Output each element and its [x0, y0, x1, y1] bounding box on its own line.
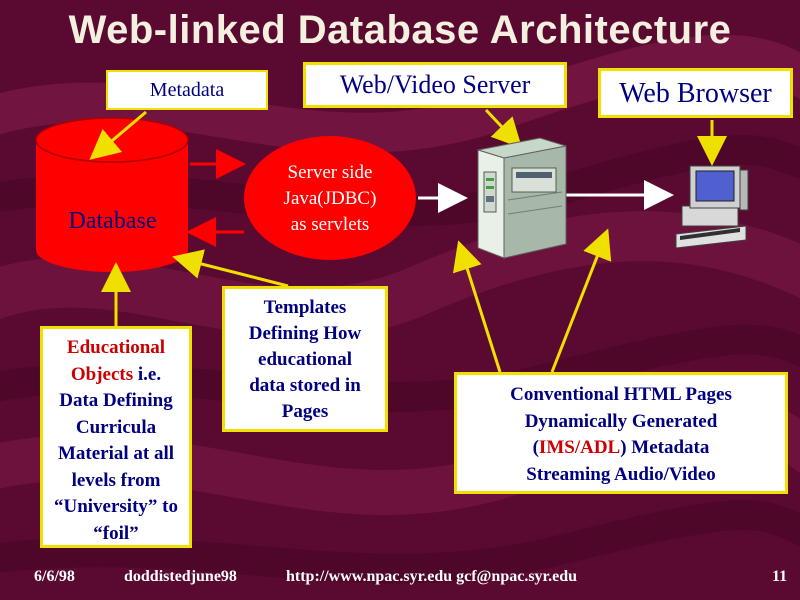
web-video-server-label: Web/Video Server — [339, 70, 531, 99]
eduobj-line-7: “University” to — [53, 496, 178, 517]
arrow-conventional-to-browser — [550, 228, 612, 373]
metadata-label: Metadata — [149, 79, 225, 101]
conventional-metadata: ) Metadata — [620, 437, 710, 458]
database-label: Database — [68, 208, 157, 234]
templates-line-3: educational — [258, 349, 352, 370]
conventional-open-paren: ( — [532, 437, 539, 458]
eduobj-objects: Objects — [70, 363, 134, 385]
server-side-line-3: as servlets — [290, 214, 370, 235]
server-side-line-2: Java(JDBC) — [283, 188, 377, 209]
footer-page: 11 — [772, 568, 788, 585]
educational-objects-box: Educational Objects i.e. Data Defining C… — [40, 326, 192, 548]
conventional-line-1: Conventional HTML Pages — [510, 384, 732, 405]
server-side-label: Server side Java(JDBC) as servlets — [248, 160, 412, 238]
eduobj-line-3: Data Defining — [59, 390, 173, 411]
conventional-ims-adl: IMS/ADL — [538, 437, 621, 458]
eduobj-ie: i.e. — [133, 363, 162, 385]
server-side-oval — [244, 136, 416, 260]
arrow-templates-to-db — [172, 249, 289, 288]
conventional-line-2: Dynamically Generated — [524, 410, 718, 432]
eduobj-line-5: Material at all — [57, 443, 175, 464]
conventional-line-4: Streaming Audio/Video — [526, 463, 716, 485]
templates-box: Templates Defining How educational data … — [222, 286, 388, 432]
server-side-line-1: Server side — [287, 162, 373, 183]
desktop-computer-icon — [675, 165, 749, 249]
arrow-conventional-to-server — [452, 240, 502, 373]
eduobj-line-8: “foil” — [93, 522, 139, 544]
arrow-metadata-to-db — [89, 110, 147, 160]
web-video-server-box: Web/Video Server — [303, 62, 567, 108]
templates-line-1: Templates — [263, 297, 347, 318]
page-title: Web-linked Database Architecture — [68, 8, 732, 52]
footer-url: http://www.npac.syr.edu gcf@npac.syr.edu — [286, 568, 578, 585]
eduobj-line-4: Curricula — [75, 416, 157, 438]
arrow-server-label-to-server — [484, 108, 523, 149]
footer-date: 6/6/98 — [34, 568, 75, 585]
conventional-line-3: (IMS/ADL) Metadata — [457, 435, 785, 462]
eduobj-line-6: levels from — [71, 469, 161, 491]
templates-line-5: Pages — [281, 401, 329, 422]
web-browser-label: Web Browser — [619, 78, 772, 109]
footer-file: doddistedjune98 — [124, 568, 237, 585]
eduobj-line-1: Educational — [66, 337, 166, 358]
templates-line-4: data stored in — [249, 375, 361, 396]
templates-line-2: Defining How — [248, 323, 362, 344]
conventional-html-box: Conventional HTML Pages Dynamically Gene… — [454, 372, 788, 494]
eduobj-line-2: Objects i.e. — [43, 362, 189, 389]
web-browser-box: Web Browser — [598, 68, 793, 118]
server-tower-icon — [477, 137, 567, 259]
metadata-box: Metadata — [106, 70, 268, 110]
